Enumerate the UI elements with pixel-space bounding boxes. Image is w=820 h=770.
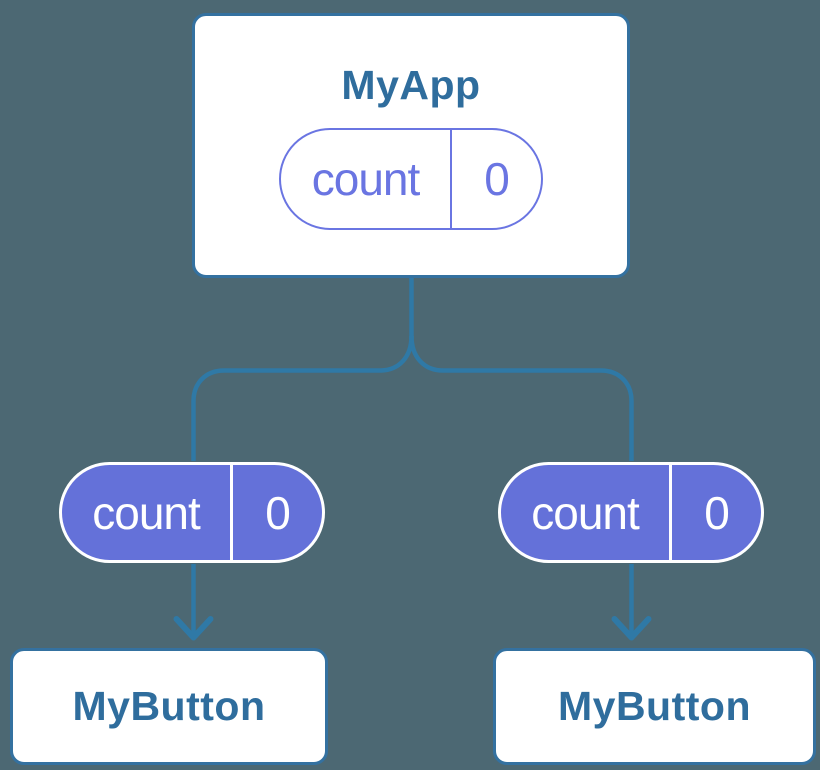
tree-branch-right-line: [409, 335, 634, 461]
state-value: 0: [484, 153, 510, 206]
left-prop-pill: count 0: [59, 462, 325, 563]
state-name-label: count: [281, 130, 452, 229]
root-state-pill: count 0: [279, 128, 543, 231]
prop-value: 0: [265, 486, 291, 539]
right-child-component-title: MyButton: [557, 682, 751, 729]
right-child-component-box: MyButton: [493, 648, 816, 765]
right-arrow-head-icon: [611, 616, 652, 641]
prop-value: 0: [704, 486, 730, 539]
tree-branch-left-line: [191, 335, 414, 461]
right-prop-pill: count 0: [498, 462, 764, 563]
left-child-component-box: MyButton: [10, 648, 328, 765]
left-arrow-head-icon: [173, 616, 214, 641]
prop-name-label: count: [62, 465, 233, 560]
root-component-box: MyApp count 0: [192, 13, 630, 278]
root-component-title: MyApp: [341, 62, 481, 108]
left-child-component-title: MyButton: [72, 682, 266, 729]
prop-name-label: count: [501, 465, 672, 560]
